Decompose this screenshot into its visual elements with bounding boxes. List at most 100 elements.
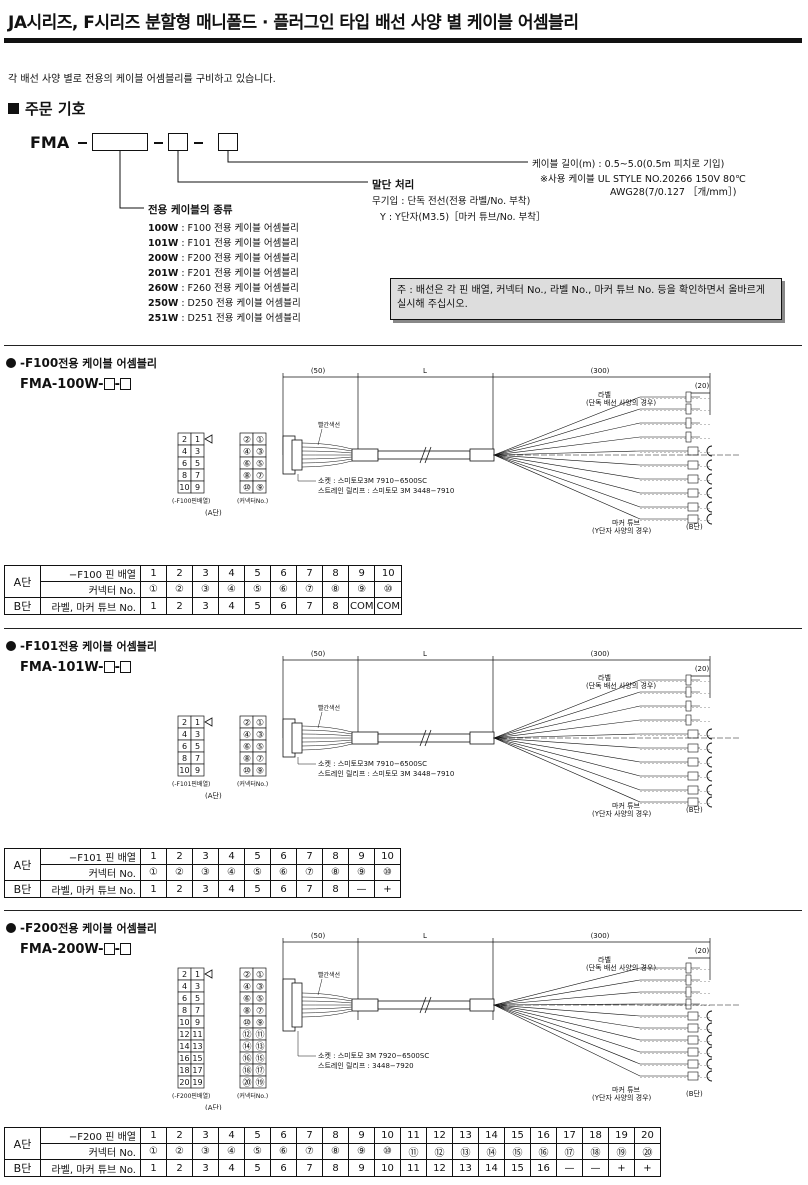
pin-cell: 7 — [296, 1127, 323, 1144]
fanout-wire — [493, 737, 700, 763]
pin-number: 19 — [192, 1078, 202, 1087]
marker-note: (Y단자 사양의 경우) — [592, 1093, 652, 1102]
wire — [301, 450, 353, 454]
b-end-cell: 7 — [296, 1159, 323, 1177]
b-end-cell: 8 — [322, 1159, 349, 1177]
pin1-marker-icon — [204, 434, 213, 444]
connector-number: ⑫ — [242, 1030, 251, 1041]
fanout-wire — [493, 454, 700, 480]
cable-sleeve — [469, 731, 495, 745]
b-end-cell: 14 — [478, 1159, 505, 1177]
blank-box-icon — [119, 943, 131, 955]
y-terminal-icon — [706, 1058, 713, 1070]
wire — [301, 456, 353, 460]
leader-line — [317, 711, 323, 729]
cable-type-item: 100W : F100 전용 케이블 어셈블리 — [148, 220, 299, 234]
order-dash — [194, 142, 203, 144]
pin-cell: 10 — [374, 1127, 401, 1144]
marker-tube-icon — [687, 785, 699, 795]
connector-number: ⑬ — [255, 1042, 264, 1053]
dim-20-label: (20) — [695, 382, 710, 390]
fanout-wire — [493, 1004, 700, 1077]
pin-number: 3 — [195, 730, 200, 739]
pin-caption: (-F101핀배열) — [172, 780, 210, 788]
pin-number: 1 — [195, 435, 200, 444]
label-tag-icon — [685, 998, 692, 1010]
connector-cell: ⑩ — [374, 864, 401, 881]
cable-type-code: 260W — [148, 283, 179, 294]
wire — [301, 458, 353, 464]
connector-cell: ④ — [218, 864, 245, 881]
b-end-cell: 6 — [270, 880, 297, 898]
y-terminal-icon — [706, 513, 713, 525]
pin-cell: 19 — [608, 1127, 635, 1144]
blank-box-icon — [103, 943, 115, 955]
dim-300-label: (300) — [591, 367, 610, 375]
order-model-prefix: FMA — [30, 133, 70, 152]
fanout-wire — [493, 396, 700, 456]
b-end-cell: 13 — [452, 1159, 479, 1177]
fanout-wire — [493, 1004, 700, 1029]
cable-length-label: 케이블 길이(m) : 0.5~5.0(0.5m 피치로 기입) — [532, 159, 725, 170]
b-end-cell: 4 — [218, 1159, 245, 1177]
socket-label: 소켓 : 스미토모 3M 7920−6500SC — [318, 1051, 429, 1060]
label-note: (단독 배선 사양의 경우) — [586, 963, 656, 972]
y-terminal-icon — [706, 784, 713, 796]
pin-cell — [190, 1075, 205, 1089]
fanout-wire — [493, 454, 700, 508]
connector-number: ⑰ — [255, 1066, 264, 1077]
connector-number: ⑤ — [256, 995, 264, 1005]
blank-box-icon — [103, 378, 115, 390]
cable-type-title: 전용 케이블의 종류 — [148, 204, 233, 216]
fanout-wire — [493, 737, 700, 791]
cable-type-item: 200W : F200 전용 케이블 어셈블리 — [148, 250, 299, 264]
order-length-box — [218, 133, 238, 151]
fanout-wire — [493, 705, 700, 739]
dim-L-label: L — [423, 932, 427, 940]
b-end-cell: 8 — [322, 597, 349, 615]
wire — [301, 460, 353, 468]
strain-relief-label: 스트레인 릴리프 : 스미토모 3M 3448−7910 — [318, 769, 454, 778]
connector-cell: ⑳ — [634, 1143, 661, 1160]
cable-spec-line2: AWG28(7/0.127 ［개/mm］) — [610, 187, 737, 198]
cable-break — [419, 729, 427, 747]
dim-L-label: L — [423, 367, 427, 375]
cable-break — [419, 996, 427, 1014]
b-end-cell: 10 — [374, 1159, 401, 1177]
fanout-wire — [493, 691, 700, 739]
pin-cell: 4 — [218, 848, 245, 865]
pin-number: 10 — [179, 483, 189, 492]
marker-tube-icon — [687, 797, 699, 807]
pin-cell — [190, 480, 205, 494]
row-a-label: A단 — [4, 565, 41, 598]
pin-cell: 4 — [218, 565, 245, 582]
pin-number: 7 — [195, 1006, 200, 1015]
pin-cell: 6 — [270, 565, 297, 582]
connector-cell — [252, 480, 267, 494]
y-terminal-icon — [706, 728, 713, 740]
connector-cell: ② — [166, 581, 193, 598]
section-code: -F200 — [20, 921, 59, 935]
connector-cell: ⑪ — [400, 1143, 427, 1160]
wire — [301, 733, 353, 737]
fanout-wire — [493, 991, 700, 1006]
y-terminal-icon — [706, 501, 713, 513]
pin-number: 18 — [179, 1066, 189, 1075]
fanout-wire — [493, 733, 700, 739]
model-code: FMA-200W- — [20, 942, 104, 957]
dim-L-label: L — [423, 650, 427, 658]
b-end-cell: 3 — [192, 1159, 219, 1177]
b-end-cell: 1 — [140, 1159, 167, 1177]
label-tag-icon — [685, 986, 692, 998]
connector-cell: ⑲ — [608, 1143, 635, 1160]
cable-sleeve — [351, 448, 379, 462]
pin-number: 6 — [182, 742, 187, 751]
cable-spec-line1: ※사용 케이블 UL STYLE NO.20266 150V 80℃ — [540, 174, 746, 185]
y-terminal-icon — [706, 487, 713, 499]
pin-cell: 5 — [244, 565, 271, 582]
